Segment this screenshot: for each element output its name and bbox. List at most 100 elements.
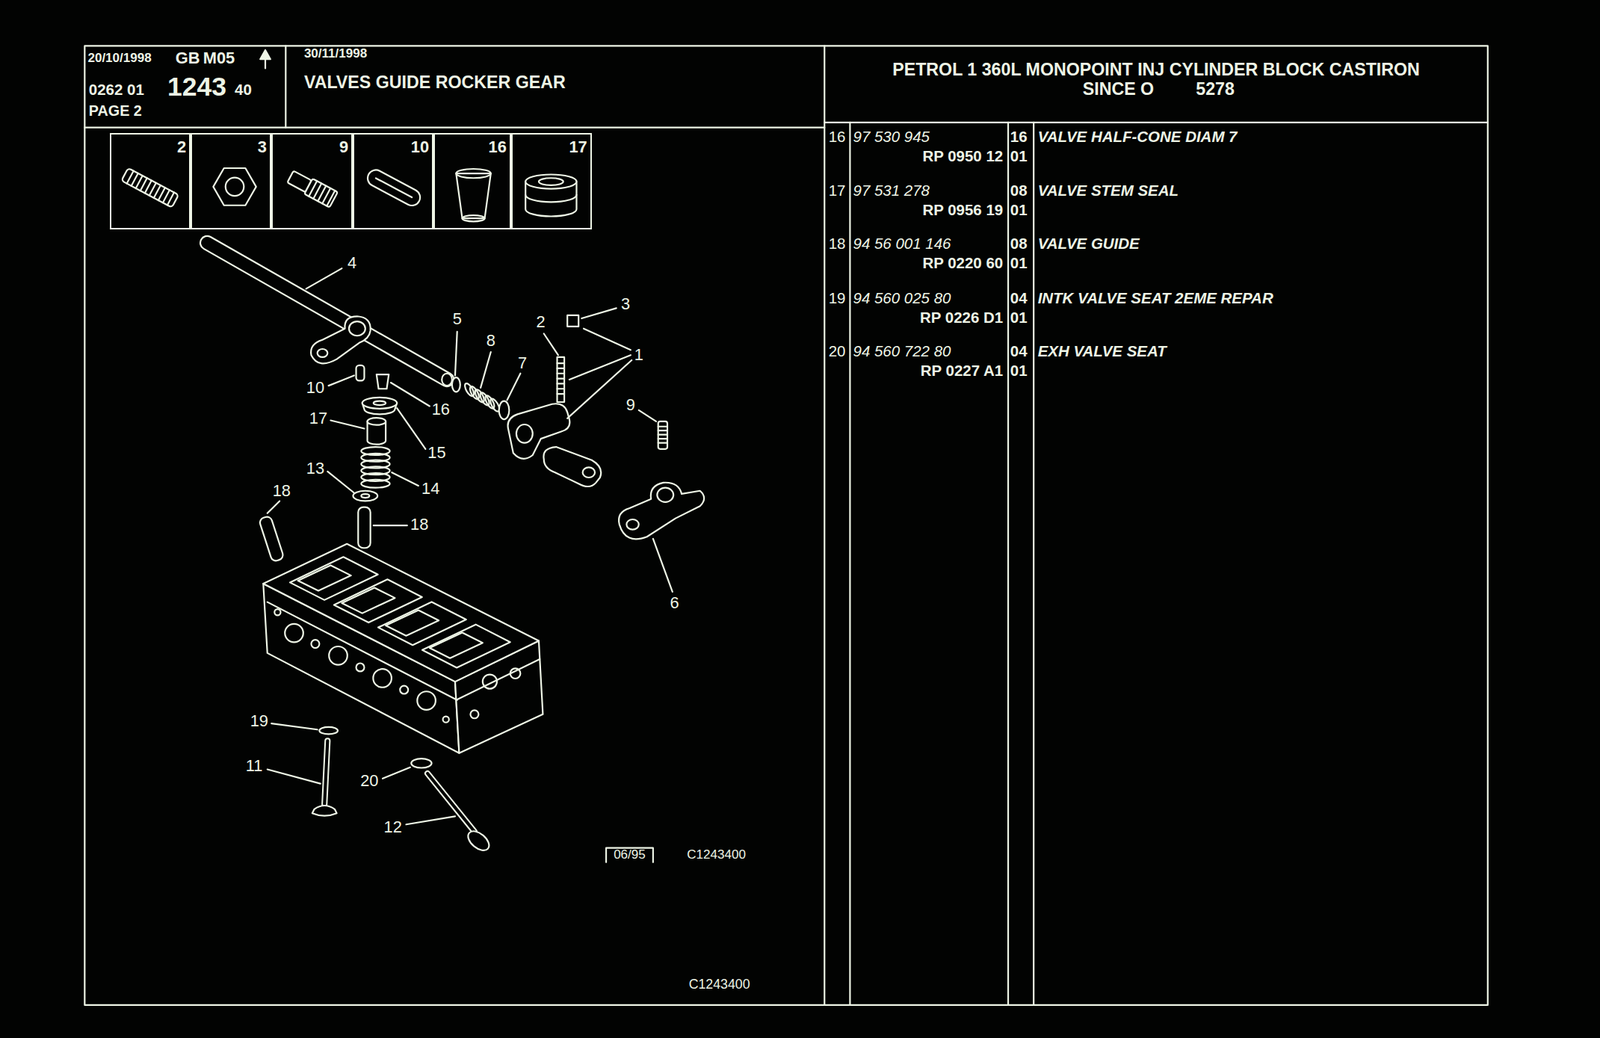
rocker-pedestal bbox=[310, 316, 371, 381]
thumbnail-icons-part bbox=[455, 168, 491, 178]
callout-number: 18 bbox=[410, 515, 429, 534]
leader-lines-part bbox=[569, 354, 631, 380]
shaft-parts-part bbox=[516, 424, 533, 444]
rocker-pedestal-part bbox=[348, 321, 366, 336]
thumbnail-box: 3 bbox=[190, 133, 272, 231]
shaft-parts-part bbox=[626, 519, 639, 530]
table-cell: 18 bbox=[828, 235, 846, 253]
rocker-pedestal-part bbox=[310, 316, 371, 364]
shaft-parts-part bbox=[557, 357, 565, 403]
valves-part bbox=[324, 740, 328, 805]
cylinder-head-part bbox=[455, 659, 540, 701]
valves-part bbox=[464, 827, 493, 855]
leader-lines-part bbox=[583, 328, 631, 351]
header-cell: 20/10/1998GBM050262 01124340PAGE 2 bbox=[84, 45, 286, 128]
cylinder-head-part bbox=[334, 579, 423, 623]
shaft-parts-part bbox=[499, 401, 510, 420]
callout-number: 3 bbox=[257, 138, 267, 157]
cylinder-head-part bbox=[298, 564, 352, 591]
table-cell: RP 0950 12 bbox=[922, 147, 1003, 166]
thumbnail-icons-part bbox=[212, 168, 256, 206]
header-text: 20/10/1998 bbox=[87, 50, 151, 66]
rocker-pedestal-part bbox=[356, 365, 365, 381]
thumbnail-icons-part-part bbox=[127, 171, 175, 206]
rocker-pedestal-part bbox=[317, 348, 329, 358]
leader-lines bbox=[267, 268, 673, 825]
cylinder-head-part bbox=[310, 639, 320, 648]
table-cell: 01 bbox=[1010, 308, 1028, 326]
rocker-shaft-part bbox=[207, 242, 447, 380]
thumbnail-icons-part bbox=[538, 177, 564, 186]
shaft-parts-part bbox=[618, 482, 704, 540]
engine-header-cell: PETROL 1 360L MONOPOINT INJ CYLINDER BLO… bbox=[824, 45, 1488, 122]
callout-number: 1 bbox=[634, 346, 644, 364]
thumbnail-icons-part bbox=[364, 167, 423, 209]
cylinder-head-part bbox=[284, 624, 304, 643]
thumbnail-box: 16 bbox=[433, 133, 512, 231]
leader-lines-part bbox=[567, 360, 632, 419]
callout-number: 10 bbox=[306, 378, 325, 397]
thumbnail-icons-part-part bbox=[304, 178, 338, 208]
callout-number: 5 bbox=[452, 310, 462, 329]
leader-lines-part bbox=[330, 420, 364, 429]
up-arrow-symbol bbox=[260, 50, 271, 69]
cylinder-head-part bbox=[372, 668, 392, 688]
up-arrow-symbol-part bbox=[260, 50, 271, 60]
table-cell: 04 bbox=[1010, 289, 1028, 307]
callout-number: 9 bbox=[339, 138, 349, 157]
leader-lines-part bbox=[455, 331, 458, 376]
header-text: 1243 bbox=[167, 73, 227, 103]
table-cell: RP 0226 D1 bbox=[919, 308, 1003, 326]
table-cell: 94 560 025 80 bbox=[853, 289, 952, 307]
cylinder-head-part bbox=[429, 632, 483, 659]
table-cell: EXH VALVE SEAT bbox=[1038, 342, 1167, 360]
drawing-reference: C1243400 bbox=[686, 848, 746, 863]
thumbnail-icons-part bbox=[286, 168, 338, 208]
valves-part bbox=[324, 740, 328, 805]
valve-spring-stack-part bbox=[367, 417, 387, 426]
table-cell: 01 bbox=[1010, 147, 1028, 166]
drawing-reference: C1243400 bbox=[689, 977, 751, 993]
cylinder-head-part bbox=[289, 556, 379, 601]
cylinder-head bbox=[263, 544, 543, 754]
table-cell: 97 531 278 bbox=[853, 182, 930, 200]
header-text: VALVES GUIDE ROCKER GEAR bbox=[304, 73, 566, 93]
leader-lines-part bbox=[373, 524, 408, 527]
valves bbox=[312, 727, 493, 855]
leader-lines-part bbox=[653, 538, 673, 592]
table-cell: RP 0956 19 bbox=[922, 201, 1003, 219]
cylinder-head-part bbox=[422, 624, 511, 669]
callout-number: 14 bbox=[421, 479, 440, 498]
rocker-shaft bbox=[207, 242, 453, 386]
valve-spring-stack-part bbox=[360, 479, 390, 488]
page-frame-part bbox=[1032, 122, 1035, 1006]
table-cell: 94 560 722 80 bbox=[853, 342, 952, 360]
page-frame-part bbox=[84, 45, 1488, 1006]
header-text: PETROL 1 360L MONOPOINT INJ CYLINDER BLO… bbox=[892, 60, 1420, 80]
page-frame-part bbox=[848, 122, 851, 1006]
shaft-parts-part bbox=[658, 421, 668, 450]
valve-spring-stack bbox=[258, 374, 397, 562]
callout-number: 12 bbox=[384, 818, 403, 837]
callout-number: 19 bbox=[250, 712, 269, 731]
cylinder-head-part bbox=[328, 646, 348, 666]
table-cell: 19 bbox=[828, 289, 846, 307]
callout-number: 10 bbox=[411, 138, 429, 157]
page-frame-part bbox=[84, 127, 825, 129]
callout-number: 13 bbox=[306, 459, 325, 478]
valves-part bbox=[319, 727, 338, 735]
page-frame bbox=[84, 45, 1488, 1006]
cylinder-head-part bbox=[417, 691, 436, 710]
leader-lines-part bbox=[544, 333, 559, 355]
table-cell: 97 530 945 bbox=[853, 128, 930, 146]
date-bracket bbox=[606, 848, 654, 863]
valve-spring-stack-part bbox=[360, 493, 370, 498]
table-cell: VALVE STEM SEAL bbox=[1038, 182, 1179, 200]
valve-spring-stack-part bbox=[357, 507, 370, 549]
header-text: 5278 bbox=[1195, 79, 1235, 100]
header-text: 30/11/1998 bbox=[304, 47, 367, 62]
leader-lines-part bbox=[328, 375, 355, 386]
title-cell: 30/11/1998VALVES GUIDE ROCKER GEAR bbox=[285, 45, 825, 128]
cylinder-head-part bbox=[385, 610, 439, 636]
